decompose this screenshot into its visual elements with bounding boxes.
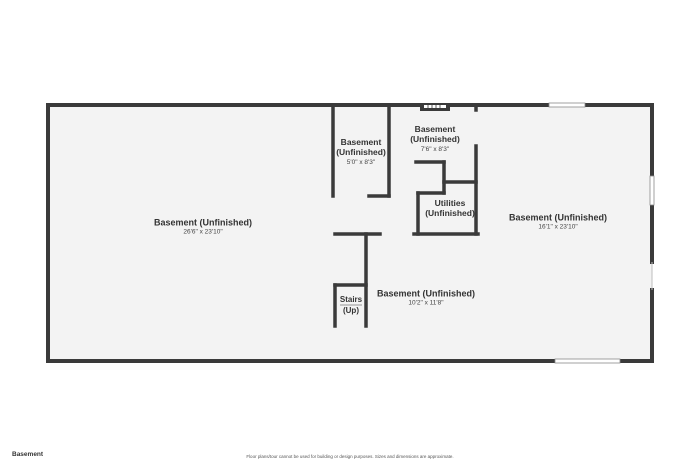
window-top bbox=[548, 102, 586, 108]
room-name-line-1: Basement bbox=[340, 137, 382, 147]
room-name-line-1: Basement bbox=[414, 124, 456, 134]
room-stairs: Stairs (Up) bbox=[340, 295, 362, 315]
room-basement-small: Basement (Unfinished) 5'0" x 8'3" bbox=[336, 137, 386, 166]
room-basement-left: Basement (Unfinished) 26'6" x 23'10" bbox=[154, 218, 252, 237]
window-bottom bbox=[554, 358, 621, 364]
windows bbox=[548, 102, 655, 364]
room-dimensions: 5'0" x 8'3" bbox=[346, 158, 376, 166]
room-dimensions: 16'1" x 23'10" bbox=[538, 223, 578, 231]
room-dimensions: 7'6" x 8'3" bbox=[420, 145, 450, 153]
exterior-walls bbox=[46, 103, 654, 363]
interior-walls bbox=[331, 105, 480, 328]
room-dimensions: 26'6" x 23'10" bbox=[183, 228, 223, 236]
room-name-line-2: (Unfinished) bbox=[336, 146, 386, 157]
room-name-line-2: (Up) bbox=[342, 306, 359, 315]
room-name: Basement (Unfinished) bbox=[508, 212, 608, 223]
room-dimensions: 10'2" x 11'8" bbox=[408, 299, 444, 307]
room-name-line-2: (Unfinished) bbox=[425, 208, 475, 218]
room-name-line-2: (Unfinished) bbox=[410, 133, 460, 144]
disclaimer-text: Floor plans/tour cannot be used for buil… bbox=[246, 454, 454, 459]
room-name-line-1: Utilities bbox=[434, 198, 466, 209]
room-name: Basement (Unfinished) bbox=[376, 288, 476, 299]
room-basement-top-center: Basement (Unfinished) 7'6" x 8'3" bbox=[410, 124, 460, 153]
window-right bbox=[649, 175, 655, 206]
room-basement-center: Basement (Unfinished) 10'2" x 11'8" bbox=[377, 289, 475, 308]
floor-label: Basement bbox=[12, 451, 44, 458]
room-basement-right: Basement (Unfinished) 16'1" x 23'10" bbox=[509, 213, 607, 232]
vent-icon bbox=[420, 103, 450, 111]
room-name: Basement (Unfinished) bbox=[153, 217, 253, 228]
room-name-line-1: Stairs bbox=[339, 294, 363, 304]
room-utilities: Utilities (Unfinished) bbox=[425, 198, 475, 219]
